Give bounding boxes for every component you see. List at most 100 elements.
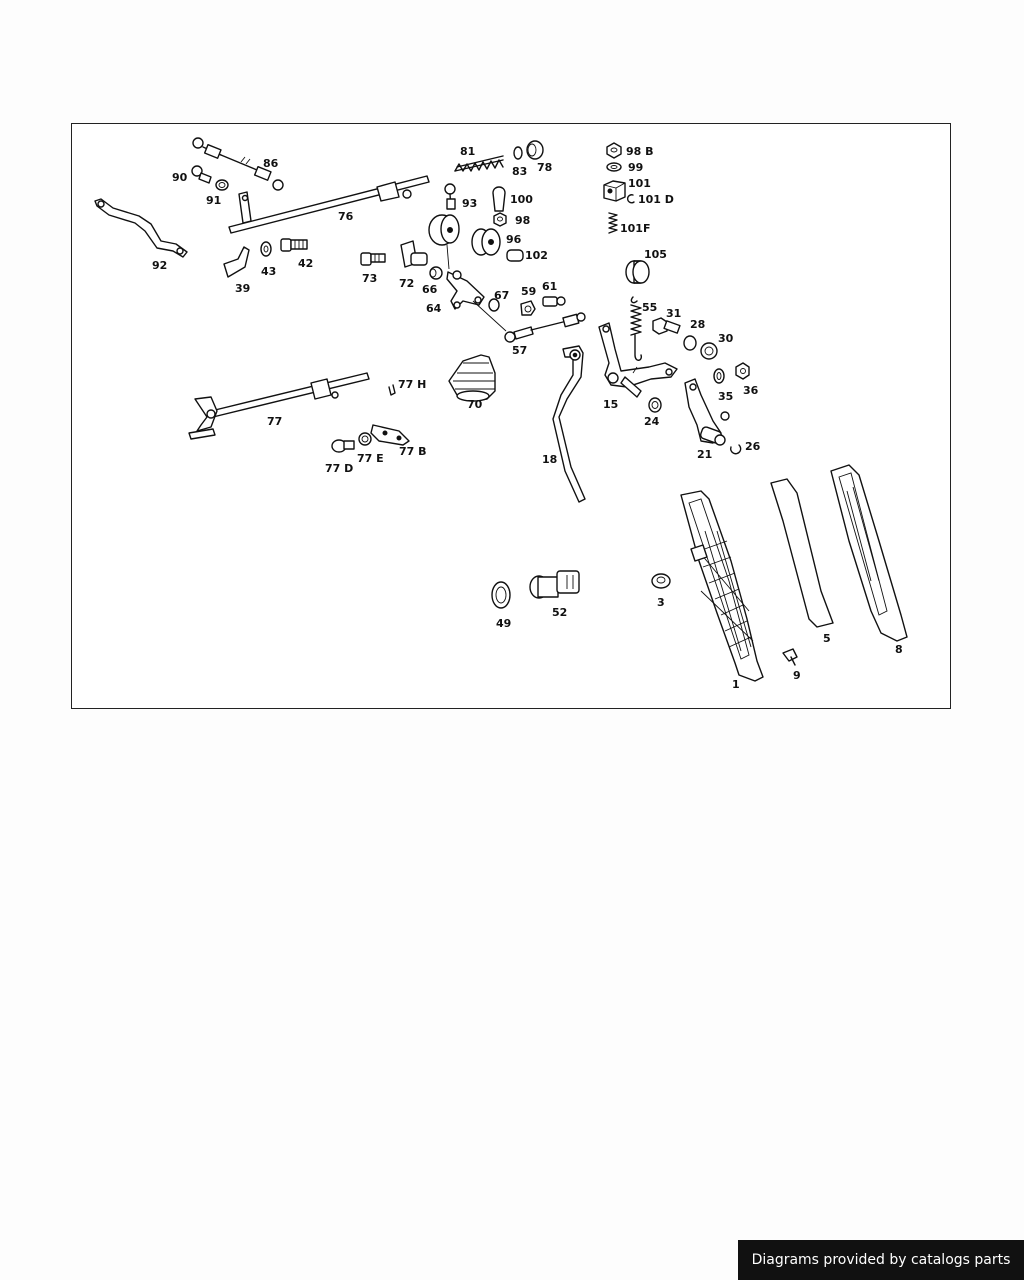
label-93: 93 (462, 197, 477, 210)
part-101F-spring (608, 212, 618, 234)
label-21: 21 (697, 448, 712, 461)
label-64: 64 (426, 302, 442, 315)
part-83-washer (513, 146, 523, 160)
label-78: 78 (537, 161, 552, 174)
label-98B: 98 B (626, 145, 654, 158)
label-31: 31 (666, 307, 681, 320)
part-77H-pin (388, 384, 396, 396)
label-76: 76 (338, 210, 354, 223)
part-96-roller (471, 228, 501, 256)
part-90-ball-joint (191, 165, 212, 184)
part-roller (428, 214, 460, 270)
part-3-cap (651, 573, 671, 589)
part-30-washer (700, 342, 718, 360)
label-42: 42 (298, 257, 313, 270)
part-52-switch (529, 570, 580, 599)
part-61-ball-joint (542, 296, 566, 307)
label-77: 77 (267, 415, 282, 428)
part-77B-bracket (370, 424, 410, 446)
part-98B-nut (606, 142, 622, 159)
label-1: 1 (732, 678, 740, 691)
label-105: 105 (644, 248, 667, 261)
label-70: 70 (467, 398, 483, 411)
label-36: 36 (743, 384, 759, 397)
part-98-nut (493, 212, 507, 227)
label-81: 81 (460, 145, 475, 158)
part-73-bolt (360, 252, 386, 266)
part-77E-washer (358, 432, 372, 446)
part-36-nut (735, 362, 750, 380)
label-72: 72 (399, 277, 414, 290)
label-52: 52 (552, 606, 567, 619)
label-101: 101 (628, 177, 651, 190)
label-15: 15 (603, 398, 618, 411)
label-30: 30 (718, 332, 734, 345)
part-102-sleeve (506, 249, 524, 262)
label-5: 5 (823, 632, 831, 645)
label-98: 98 (515, 214, 530, 227)
part-93-ball-pin (444, 183, 456, 210)
part-42-bolt (280, 238, 308, 252)
part-101-block (603, 180, 626, 202)
label-83: 83 (512, 165, 527, 178)
part-31-bolt (652, 317, 681, 335)
label-26: 26 (745, 440, 761, 453)
part-21-bracket (684, 378, 726, 446)
credit-text: Diagrams provided by catalogs parts (751, 1252, 1011, 1268)
label-91: 91 (206, 194, 221, 207)
part-8-cover (830, 464, 908, 642)
part-9-clip (782, 648, 798, 666)
part-5-pad (770, 478, 834, 628)
label-8: 8 (895, 643, 903, 656)
label-67: 67 (494, 289, 509, 302)
part-100-socket (492, 186, 506, 212)
label-96: 96 (506, 233, 522, 246)
part-24-washer (648, 397, 662, 413)
label-77D: 77 D (325, 462, 353, 475)
part-59-nut (520, 300, 536, 316)
label-77H: 77 H (398, 378, 426, 391)
parts-diagram-frame: 86 90 91 92 76 39 43 42 73 72 66 64 67 5… (71, 123, 951, 709)
label-102: 102 (525, 249, 548, 262)
label-92: 92 (152, 259, 167, 272)
label-35: 35 (718, 390, 733, 403)
part-57-rod (472, 300, 586, 343)
part-76-shaft (228, 175, 430, 234)
part-101D-clip (626, 194, 635, 204)
part-67-nut (488, 298, 500, 312)
label-3: 3 (657, 596, 665, 609)
part-1-pedal (680, 490, 764, 682)
exploded-parts-diagram: 86 90 91 92 76 39 43 42 73 72 66 64 67 5… (94, 137, 908, 691)
part-35-washer (713, 368, 725, 384)
part-86-rod (192, 137, 284, 191)
part-81-spring (454, 155, 504, 172)
credit-banner: Diagrams provided by catalogs parts (738, 1240, 1024, 1280)
label-43: 43 (261, 265, 276, 278)
part-39-bracket (223, 246, 250, 278)
label-86: 86 (263, 157, 279, 170)
label-73: 73 (362, 272, 377, 285)
part-72-bracket (400, 240, 428, 268)
label-77B: 77 B (399, 445, 427, 458)
part-105-bushing (625, 260, 650, 284)
label-57: 57 (512, 344, 527, 357)
label-100: 100 (510, 193, 533, 206)
part-49-seal-ring (491, 581, 511, 609)
part-91-nut (215, 179, 229, 191)
label-61: 61 (542, 280, 557, 293)
part-77D-bolt (331, 439, 355, 453)
label-49: 49 (496, 617, 511, 630)
part-43-washer (260, 241, 272, 257)
part-55-spring (630, 296, 643, 361)
part-78-cap (526, 140, 544, 160)
label-90: 90 (172, 171, 188, 184)
label-99: 99 (628, 161, 643, 174)
part-77-shaft (188, 372, 370, 440)
part-99-washer (606, 162, 622, 172)
part-64-lever (446, 270, 485, 310)
label-59: 59 (521, 285, 536, 298)
part-labels: 86 90 91 92 76 39 43 42 73 72 66 64 67 5… (152, 145, 903, 691)
label-18: 18 (542, 453, 557, 466)
part-18-pedal-rod (552, 345, 586, 503)
part-26-clip (729, 444, 742, 455)
